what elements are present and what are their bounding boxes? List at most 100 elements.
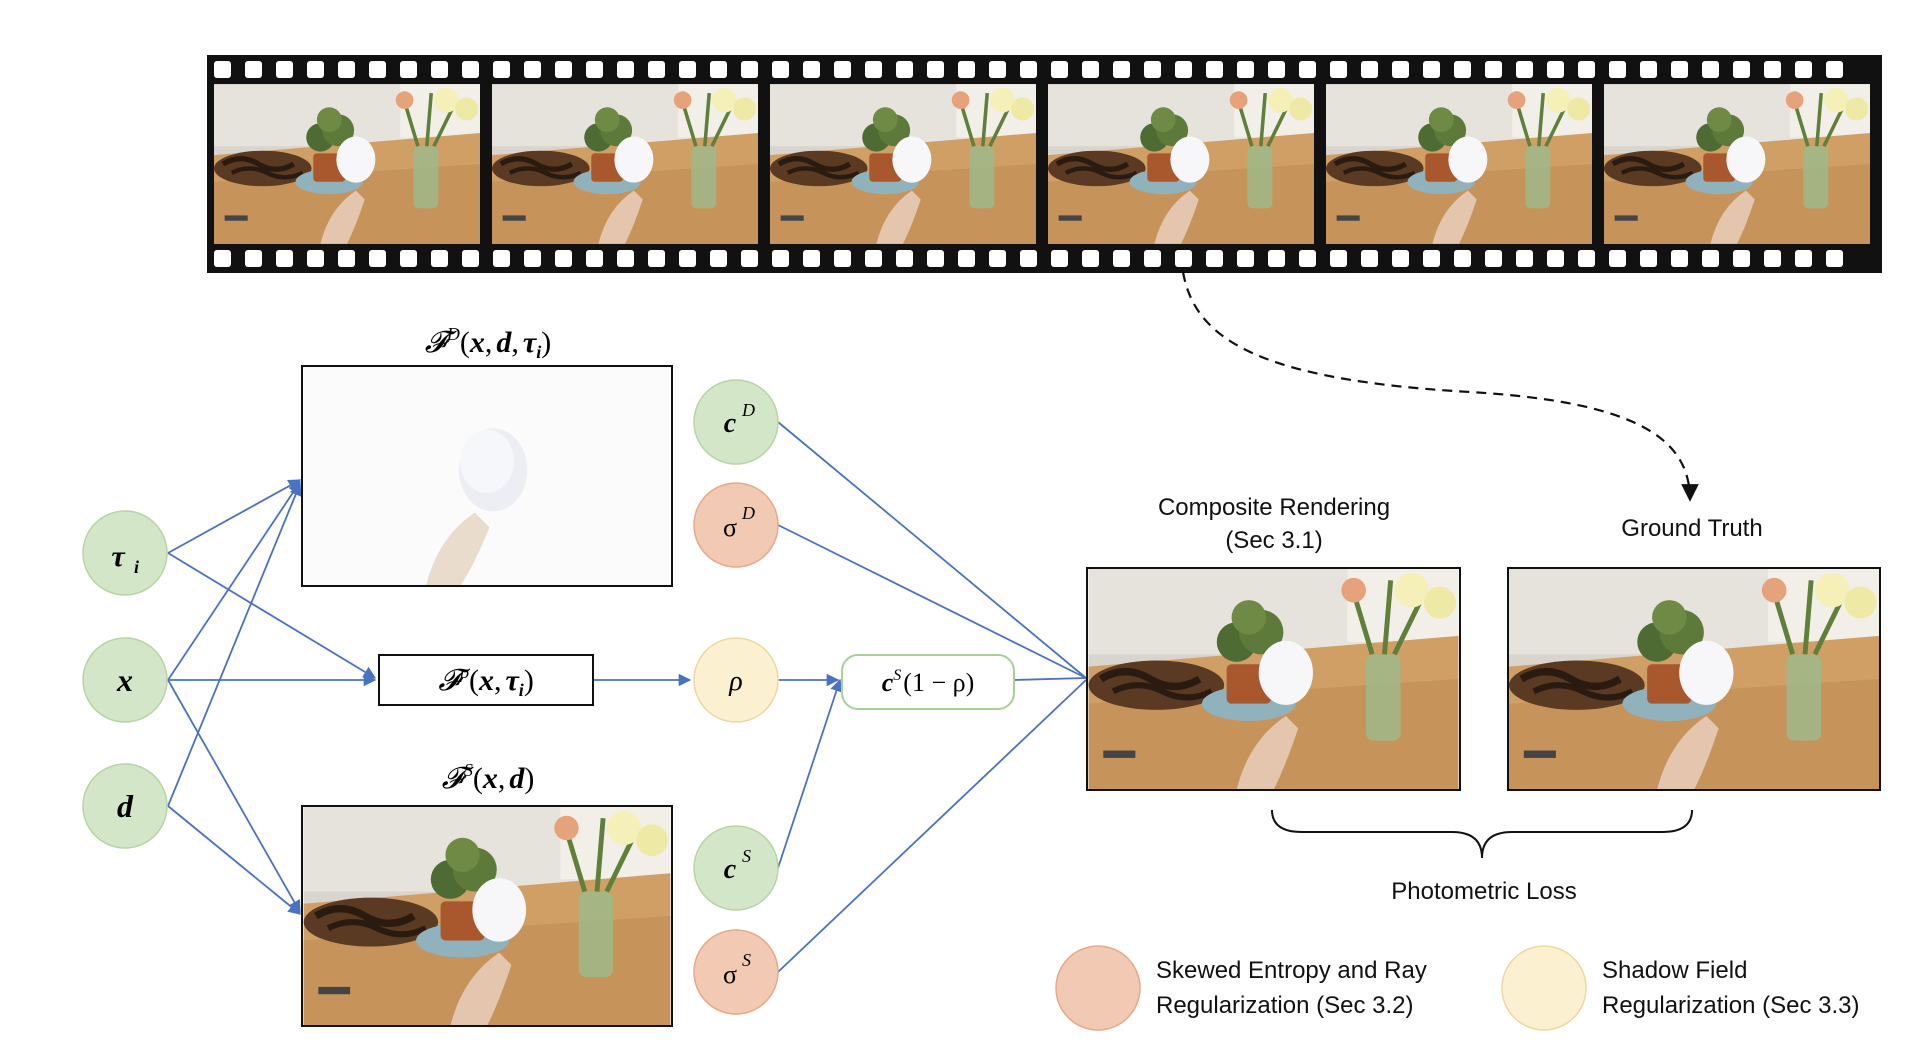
sprocket-hole [1361, 250, 1378, 267]
sprocket-hole [710, 61, 727, 78]
sprocket-hole [741, 250, 758, 267]
sprocket-hole [648, 61, 665, 78]
sprocket-hole [1733, 250, 1750, 267]
svg-text:d: d [117, 788, 134, 824]
sprocket-hole [1702, 61, 1719, 78]
shadow-field-box: 𝓕ρ(x,τi) [378, 654, 594, 706]
sprocket-hole [617, 61, 634, 78]
ground-truth-image [1507, 567, 1881, 791]
sprocket-hole [431, 61, 448, 78]
input-node-d: d [82, 763, 168, 849]
ground-truth-dashed-arrow [1181, 271, 1699, 502]
output-node-sigmaS: σ S [693, 929, 779, 1015]
film-sprocket-holes-top [214, 61, 1843, 78]
sprocket-hole [1268, 61, 1285, 78]
sprocket-hole [1082, 61, 1099, 78]
sprocket-hole [493, 250, 510, 267]
sprocket-hole [1547, 61, 1564, 78]
sprocket-hole [1671, 250, 1688, 267]
sprocket-hole [338, 61, 355, 78]
sprocket-hole [1826, 61, 1843, 78]
sprocket-hole [1609, 61, 1626, 78]
svg-text:x: x [116, 662, 133, 698]
sprocket-hole [1361, 61, 1378, 78]
film-frame-2 [492, 84, 758, 244]
sprocket-hole [803, 250, 820, 267]
sprocket-hole [586, 250, 603, 267]
composite-rendering-title: Composite Rendering (Sec 3.1) [1158, 494, 1390, 554]
sprocket-hole [710, 250, 727, 267]
svg-text:Regularization (Sec 3.2): Regularization (Sec 3.2) [1156, 992, 1413, 1019]
sprocket-hole [989, 61, 1006, 78]
svg-text:D: D [741, 503, 755, 523]
svg-text:𝓕D(x,d,τi): 𝓕D(x,d,τi) [425, 324, 551, 362]
sprocket-hole [741, 61, 758, 78]
sprocket-hole [1237, 250, 1254, 267]
svg-text:𝓕S(x,d): 𝓕S(x,d) [442, 760, 535, 795]
dynamic-field-label: 𝓕D(x,d,τi) [425, 324, 551, 362]
sprocket-hole [1454, 61, 1471, 78]
input-node-x: x [82, 637, 168, 723]
sprocket-hole [1764, 250, 1781, 267]
sprocket-hole [1609, 250, 1626, 267]
sprocket-hole [772, 61, 789, 78]
film-sprocket-holes-bottom [214, 250, 1843, 267]
svg-text:c: c [724, 408, 737, 439]
sprocket-hole [772, 250, 789, 267]
film-frame-4 [1048, 84, 1314, 244]
output-node-cS: c S [693, 825, 779, 911]
sprocket-hole [214, 61, 231, 78]
sprocket-hole [1051, 61, 1068, 78]
svg-text:Composite Rendering: Composite Rendering [1158, 494, 1390, 521]
sprocket-hole [1268, 250, 1285, 267]
sprocket-hole [1144, 61, 1161, 78]
sprocket-hole [1113, 61, 1130, 78]
sprocket-hole [648, 250, 665, 267]
sprocket-hole [1020, 61, 1037, 78]
sprocket-hole [462, 250, 479, 267]
sprocket-hole [1702, 250, 1719, 267]
sprocket-hole [555, 250, 572, 267]
sprocket-hole [1299, 250, 1316, 267]
svg-text:S: S [742, 846, 751, 866]
output-node-sigmaD: σ D [693, 482, 779, 568]
sprocket-hole [1175, 250, 1192, 267]
ground-truth-title: Ground Truth [1621, 515, 1762, 542]
sprocket-hole [1640, 61, 1657, 78]
sprocket-hole [524, 250, 541, 267]
svg-text:S: S [742, 950, 751, 970]
static-field-render [301, 805, 673, 1027]
sprocket-hole [400, 61, 417, 78]
sprocket-hole [245, 250, 262, 267]
photometric-loss-label: Photometric Loss [1391, 878, 1576, 905]
svg-text:(Sec 3.1): (Sec 3.1) [1225, 527, 1322, 554]
sprocket-hole [1578, 250, 1595, 267]
sprocket-hole [1826, 250, 1843, 267]
sprocket-hole [1330, 250, 1347, 267]
sprocket-hole [369, 250, 386, 267]
sprocket-hole [1640, 250, 1657, 267]
legend-shadow: Shadow Field Regularization (Sec 3.3) [1501, 945, 1859, 1031]
svg-text:cS(1 − ρ): cS(1 − ρ) [882, 667, 975, 697]
sprocket-hole [1671, 61, 1688, 78]
sprocket-hole [338, 250, 355, 267]
sprocket-hole [958, 61, 975, 78]
sprocket-hole [1113, 250, 1130, 267]
svg-text:c: c [724, 854, 737, 885]
film-frame-1 [214, 84, 480, 244]
film-frame-6 [1604, 84, 1870, 244]
output-node-cD: c D [693, 379, 779, 465]
sprocket-hole [1392, 250, 1409, 267]
sprocket-hole [1206, 61, 1223, 78]
sprocket-hole [276, 250, 293, 267]
connection-arrows [167, 421, 1087, 973]
svg-text:ρ: ρ [728, 666, 742, 697]
sprocket-hole [462, 61, 479, 78]
sprocket-hole [1175, 61, 1192, 78]
svg-text:σ: σ [723, 513, 737, 542]
legend-entropy: Skewed Entropy and Ray Regularization (S… [1055, 945, 1427, 1031]
sprocket-hole [617, 250, 634, 267]
sprocket-hole [555, 61, 572, 78]
composite-rendering-image [1086, 567, 1461, 791]
